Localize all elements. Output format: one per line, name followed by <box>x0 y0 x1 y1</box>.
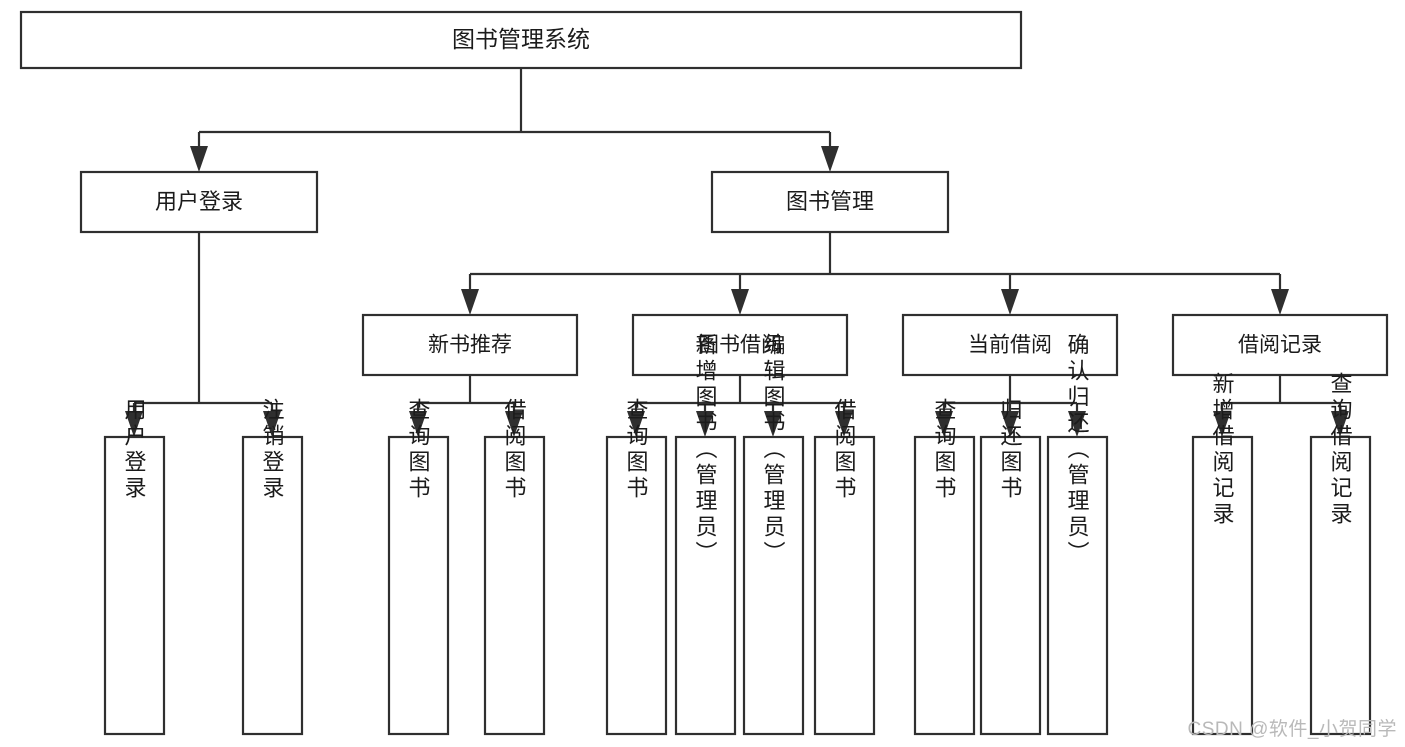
leaf-book-borrow-2-label: 编辑图书（管理员） <box>761 333 786 567</box>
leaf-current-borrow-2[interactable]: 确认归还（管理员） <box>1046 333 1109 736</box>
leaf-current-borrow-1-label: 归还图书 <box>998 398 1023 502</box>
leaf-borrow-record-0[interactable]: 新增借阅记录 <box>1191 372 1254 736</box>
node-root-system-label: 图书管理系统 <box>452 26 590 52</box>
node-current-borrow[interactable]: 当前借阅 <box>901 313 1119 377</box>
connector-book-mgmt-to-level3 <box>461 232 1289 315</box>
leaf-user-login-1[interactable]: 注销登录 <box>241 398 304 736</box>
leaf-book-borrow-2[interactable]: 编辑图书（管理员） <box>742 333 805 736</box>
leaf-book-borrow-1[interactable]: 新增图书（管理员） <box>674 333 737 736</box>
leaf-book-borrow-0-label: 查询图书 <box>624 398 649 502</box>
leaf-borrow-record-0-label: 新增借阅记录 <box>1210 372 1235 528</box>
connector-root-to-level2 <box>190 68 839 172</box>
leaf-book-borrow-3-label: 借阅图书 <box>832 398 857 502</box>
node-borrow-record-label: 借阅记录 <box>1238 334 1322 357</box>
connector-new-book-to-leaves <box>409 375 523 437</box>
node-book-management-label: 图书管理 <box>786 189 874 214</box>
leaf-user-login-1-label: 注销登录 <box>260 398 285 502</box>
leaf-current-borrow-1[interactable]: 归还图书 <box>979 398 1042 736</box>
connector-borrow-record-to-leaves <box>1213 375 1349 437</box>
leaf-borrow-record-1-label: 查询借阅记录 <box>1328 372 1353 528</box>
node-current-borrow-label: 当前借阅 <box>968 334 1052 357</box>
node-new-book-recommend-label: 新书推荐 <box>428 334 512 357</box>
leaf-borrow-record-1[interactable]: 查询借阅记录 <box>1309 372 1372 736</box>
connector-current-borrow-to-leaves <box>935 375 1086 437</box>
node-user-login-label: 用户登录 <box>155 189 243 214</box>
leaf-user-login-0[interactable]: 用户登录 <box>103 398 166 736</box>
leaf-book-borrow-3[interactable]: 借阅图书 <box>813 398 876 736</box>
node-book-borrow-label: 图书借阅 <box>698 334 782 357</box>
node-book-management[interactable]: 图书管理 <box>710 170 950 234</box>
connector-user-login-to-leaves <box>125 232 281 437</box>
leaf-book-borrow-1-label: 新增图书（管理员） <box>693 333 718 567</box>
node-book-borrow[interactable]: 图书借阅 <box>631 313 849 377</box>
node-new-book-recommend[interactable]: 新书推荐 <box>361 313 579 377</box>
node-user-login[interactable]: 用户登录 <box>79 170 319 234</box>
node-root-system[interactable]: 图书管理系统 <box>19 10 1023 70</box>
leaf-new-book-recommend-1-label: 借阅图书 <box>502 398 527 502</box>
connector-book-borrow-to-leaves <box>627 375 853 437</box>
leaf-new-book-recommend-1[interactable]: 借阅图书 <box>483 398 546 736</box>
leaf-current-borrow-2-label: 确认归还（管理员） <box>1065 333 1090 567</box>
leaf-current-borrow-0[interactable]: 查询图书 <box>913 398 976 736</box>
leaf-book-borrow-0[interactable]: 查询图书 <box>605 398 668 736</box>
node-borrow-record[interactable]: 借阅记录 <box>1171 313 1389 377</box>
leaf-user-login-0-label: 用户登录 <box>122 398 147 502</box>
leaf-new-book-recommend-0-label: 查询图书 <box>406 398 431 502</box>
leaf-new-book-recommend-0[interactable]: 查询图书 <box>387 398 450 736</box>
leaf-current-borrow-0-label: 查询图书 <box>932 398 957 502</box>
